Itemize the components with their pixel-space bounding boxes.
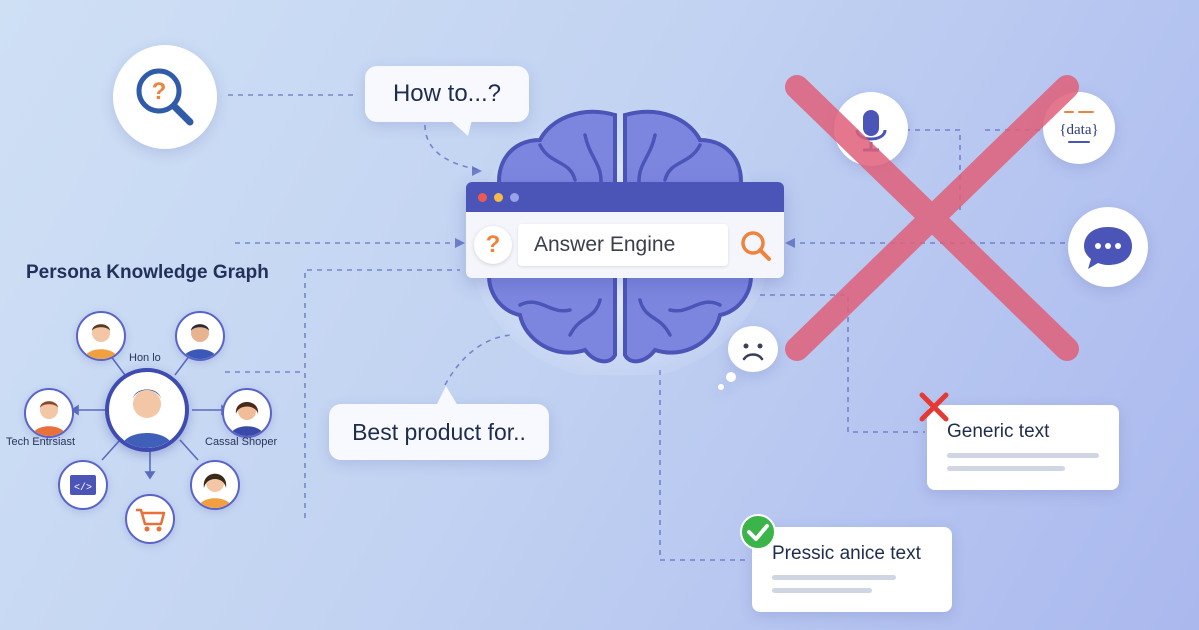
data-icon: {data} (1059, 111, 1099, 143)
code-window-icon: </> (70, 475, 96, 495)
question-search-icon: ? (136, 68, 194, 126)
persona-label-tech-enthusiast: Tech Entrsiast (6, 436, 76, 448)
persona-avatar-top-right[interactable] (175, 311, 225, 361)
red-x-icon (919, 392, 949, 422)
green-check-icon (740, 514, 776, 550)
window-maximize-dot (510, 193, 519, 202)
text-line-placeholder (772, 575, 896, 580)
persona-avatar-left[interactable] (24, 388, 74, 438)
person-icon (230, 402, 264, 436)
text-line-placeholder (947, 453, 1099, 458)
window-close-dot (478, 193, 487, 202)
generic-text-card-title: Generic text (947, 421, 1050, 442)
thought-dot (718, 384, 724, 390)
persona-avatar-bottom-right[interactable] (190, 460, 240, 510)
answer-engine-search-input[interactable]: Answer Engine (518, 224, 728, 266)
window-titlebar (466, 182, 784, 212)
svg-text:</>: </> (74, 482, 92, 494)
thought-dot (726, 372, 736, 382)
search-icon[interactable] (736, 226, 776, 266)
query-bubble-best-product: Best product for.. (329, 404, 549, 460)
answer-engine-window: ? Answer Engine (466, 182, 784, 278)
chat-bubble-icon (1084, 227, 1132, 269)
svg-text:{data}: {data} (1059, 122, 1098, 138)
chat-icon-circle (1068, 207, 1148, 287)
bubble-tail (436, 386, 458, 406)
text-line-placeholder (947, 466, 1065, 471)
shopping-cart-icon (136, 508, 166, 532)
query-bubble-how-to: How to...? (365, 66, 529, 122)
precise-text-card-title: Pressic anice text (772, 543, 921, 564)
person-icon (84, 324, 118, 359)
window-minimize-dot (494, 193, 503, 202)
persona-graph-title: Persona Knowledge Graph (26, 262, 269, 283)
persona-avatar-top-left[interactable] (76, 311, 126, 361)
persona-label-casual-shopper: Cassal Shoper (205, 436, 278, 448)
text-line-placeholder (772, 588, 872, 593)
svg-text:?: ? (152, 78, 167, 105)
answer-engine-label: Answer Engine (534, 233, 676, 256)
person-icon (32, 401, 66, 436)
big-cross-icon (785, 75, 1079, 361)
question-search-icon-circle: ? (113, 45, 217, 149)
precise-text-card: Pressic anice text (752, 527, 952, 612)
query-bubble-best-product-text: Best product for.. (352, 418, 526, 445)
person-icon (198, 473, 232, 508)
person-icon (183, 324, 217, 359)
sad-face-icon (742, 343, 764, 361)
persona-avatar-cart[interactable] (125, 494, 175, 544)
bubble-tail (450, 120, 472, 136)
generic-text-card: Generic text (927, 405, 1119, 490)
persona-center-avatar[interactable] (105, 368, 189, 452)
persona-label-top: Hon lo (129, 352, 161, 364)
sad-face-thought-bubble (728, 326, 778, 372)
persona-avatar-right[interactable] (222, 388, 272, 438)
persona-avatar-code[interactable]: </> (58, 460, 108, 510)
query-bubble-how-to-text: How to...? (392, 80, 502, 107)
person-icon (121, 389, 173, 448)
question-icon: ? (474, 226, 512, 264)
